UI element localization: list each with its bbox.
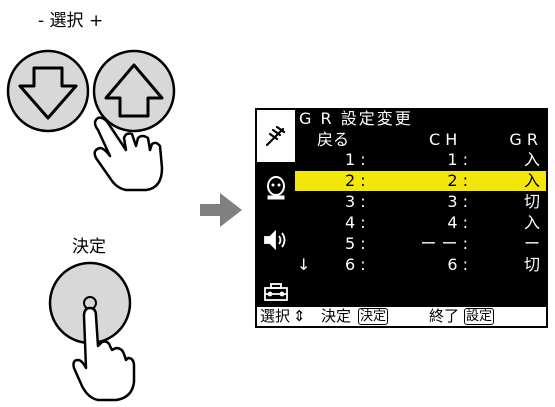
footer-end: 終了 <box>429 307 460 325</box>
row-mid: 3 : <box>447 192 468 211</box>
pointing-hand-icon-2 <box>72 306 136 402</box>
list-row-3[interactable]: 3 : 3 : 切 <box>295 192 546 212</box>
sidebar-item-speaker[interactable] <box>257 214 295 266</box>
row-gr: 切 <box>523 192 540 211</box>
list-row-2-selected[interactable]: 2 : 2 : 入 <box>295 171 546 191</box>
decide-label: 決定 <box>72 232 106 257</box>
header-row: 戻る C H G R <box>295 130 546 150</box>
row-left: 5 : <box>345 234 366 253</box>
select-label-text: - 選択 + <box>38 11 104 31</box>
list-row-5[interactable]: 5 : ー ー : ー <box>295 234 546 254</box>
row-left: 2 : <box>345 171 366 190</box>
gr-header: G R <box>509 130 538 149</box>
face-icon <box>267 176 285 200</box>
row-left: 4 : <box>345 213 366 232</box>
row-mid: 2 : <box>447 171 468 190</box>
osd-screen: G R 設定変更 戻る C H G R 1 : 1 : 入 2 : 2 : 入 … <box>255 108 548 328</box>
right-arrow-icon <box>200 193 242 227</box>
list-row-6[interactable]: ↓ 6 : 6 : 切 <box>295 255 546 275</box>
sidebar-item-settings[interactable] <box>257 266 295 318</box>
row-mid: 6 : <box>447 255 468 274</box>
antenna-icon <box>265 125 286 147</box>
ch-header: C H <box>429 130 458 149</box>
list-row-1[interactable]: 1 : 1 : 入 <box>295 150 546 170</box>
row-left: 1 : <box>345 150 366 169</box>
pointing-hand-icon <box>93 116 164 192</box>
updown-icon: ⇕ <box>293 307 306 325</box>
decide-label-text: 決定 <box>72 237 106 257</box>
back-item[interactable]: 戻る <box>317 130 350 149</box>
down-arrow-icon <box>18 66 78 120</box>
row-gr: 入 <box>523 150 540 169</box>
row-gr: 入 <box>523 171 540 190</box>
up-arrow-icon <box>104 63 164 118</box>
osd-footer: 選択 ⇕ 決定 決定 終了 設定 <box>257 305 546 326</box>
settings-box-icon <box>264 283 288 301</box>
center-button[interactable] <box>48 261 132 345</box>
osd-menu: G R 設定変更 戻る C H G R 1 : 1 : 入 2 : 2 : 入 … <box>295 109 546 315</box>
list-row-4[interactable]: 4 : 4 : 入 <box>295 213 546 233</box>
speaker-icon <box>264 229 286 251</box>
row-left: 3 : <box>345 192 366 211</box>
settings-key: 設定 <box>464 308 495 325</box>
row-mid: ー ー : <box>420 234 468 253</box>
row-left: 6 : <box>345 255 366 274</box>
row-mid: 1 : <box>447 150 468 169</box>
footer-decide: 決定 <box>321 307 352 325</box>
down-button[interactable] <box>6 49 90 133</box>
row-gr: 切 <box>523 255 540 274</box>
up-button[interactable] <box>92 49 176 133</box>
row-mid: 4 : <box>447 213 468 232</box>
osd-sidebar <box>257 110 295 315</box>
select-label: - 選択 + <box>38 6 103 31</box>
sidebar-item-face[interactable] <box>257 162 295 214</box>
decide-key: 決定 <box>358 308 389 325</box>
scroll-down-icon: ↓ <box>297 255 311 274</box>
row-gr: 入 <box>523 213 540 232</box>
center-button-illustration <box>48 261 136 402</box>
arrow-buttons-illustration <box>6 49 176 192</box>
row-gr: ー <box>523 234 540 253</box>
footer-select: 選択 <box>260 307 291 325</box>
sidebar-item-antenna[interactable] <box>257 110 295 162</box>
menu-title: G R 設定変更 <box>299 109 413 128</box>
